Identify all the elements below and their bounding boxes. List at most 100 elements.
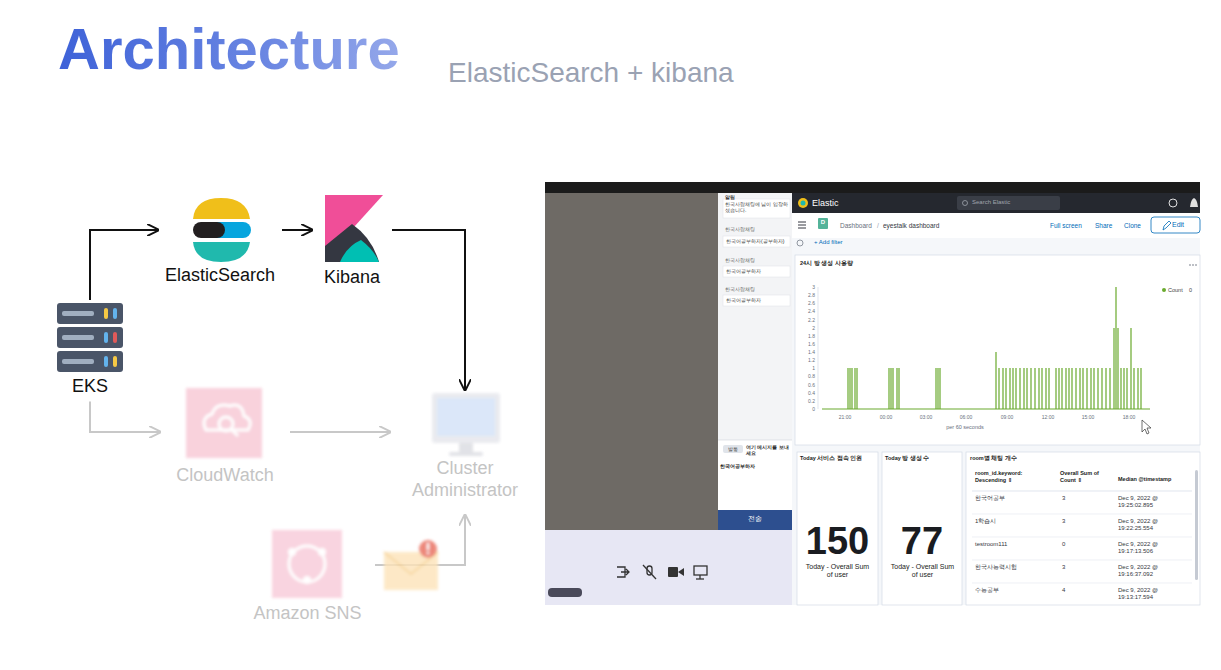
app-screenshot [957,196,1060,210]
server-icon [104,332,108,343]
label-text: 1학습시 [975,518,1055,525]
app-screenshot [801,201,806,206]
app-screenshot [718,440,792,510]
label-text: 1 [800,365,815,371]
service-node: CloudWatch [160,385,290,491]
app-screenshot [972,491,1192,492]
app-screenshot [1142,420,1151,434]
app-screenshot [822,408,1150,409]
app-screenshot [545,182,1200,605]
server-icon [57,351,123,372]
label-text: 2 [800,325,815,331]
label-text: Dec 9, 2022 @ 19:17:13.506 [1118,541,1190,555]
service-node: ElasticSearch [158,195,282,291]
label-text: Dec 9, 2022 @ 19:16:37.092 [1118,564,1190,578]
server-icon [62,311,94,316]
server-icon [57,303,123,372]
app-screenshot [723,445,743,453]
label-text: 1.6 [800,341,815,347]
server-icon [104,308,108,319]
label-text: 3 [1062,518,1092,525]
label-text: testroom111 [975,541,1055,548]
label-text: 4 [1062,587,1092,594]
app-screenshot [545,193,718,530]
app-screenshot [723,266,790,277]
connector-arrow [282,229,312,231]
app-screenshot [792,193,1200,213]
app-screenshot [966,452,1200,605]
label-text: 1.4 [800,349,815,355]
app-screenshot [694,566,707,575]
label-text: Clone [1124,222,1148,230]
app-screenshot [1163,221,1171,230]
label-text: 한국사람채팅 [725,286,789,292]
label-text: 00:00 [871,414,901,420]
app-screenshot [818,287,819,409]
label-text: 0.4 [800,390,815,396]
label-text: 77 [882,522,962,560]
app-screenshot [668,567,678,577]
label-text: 15:00 [1073,414,1103,420]
label-text: 3 [800,284,815,290]
app-screenshot [718,510,792,530]
kibana-logo [325,224,379,262]
faded-icons [318,548,326,556]
label-text: 한국사람채팅에 님이 입장하셨습니다. [725,201,789,213]
service-node: Amazon SNS [240,527,375,629]
label-text: 한국어공부하자 [720,463,790,469]
app-screenshot [1190,198,1198,207]
label-text: ElasticSearch + kibana [448,56,778,90]
label-text: 09:00 [992,414,1022,420]
label-text: per 60 seconds [930,424,1000,431]
label-text: + Add filter [814,239,874,246]
label-text: 여기 메시지를 보내세요 [746,444,790,456]
label-text: Elastic [812,198,852,209]
server-icon [113,332,117,343]
faded-icons [303,576,311,584]
app-screenshot [797,452,878,605]
elasticsearch-logo [193,198,250,219]
app-screenshot [718,440,792,441]
label-text: 한국어공부 [975,495,1055,502]
faded-icons [204,405,250,430]
app-screenshot [798,198,808,208]
label-text: / [877,222,883,230]
label-text: 알림 [725,194,789,200]
label-text: 0.6 [800,382,815,388]
label-text: 한국어공부하자 [726,297,788,303]
label-text: Median @timestamp [1118,476,1193,483]
connector-arrow [90,230,158,300]
faded-icons [449,452,483,456]
label-text: 18:00 [1114,414,1144,420]
elasticsearch-logo [193,198,251,262]
app-screenshot [798,225,806,226]
app-screenshot [1192,264,1194,266]
node-label: Cluster Administrator [390,458,540,501]
kibana-logo [340,240,379,262]
label-text: 수능공부 [975,587,1055,594]
label-text: D [818,219,828,226]
label-text: 150 [797,522,878,560]
server-icon [57,327,123,348]
server-icon [62,335,94,340]
app-screenshot [972,537,1192,538]
app-screenshot [1189,264,1191,266]
label-text: 12:00 [1033,414,1063,420]
faded-icons [272,530,342,598]
node-label: Kibana [312,267,392,289]
server-icon [104,356,108,367]
label-text: 2.2 [800,317,815,323]
label-text: 0 [800,406,815,412]
faded-icons [231,429,238,436]
app-screenshot [848,287,1141,409]
label-text: Dec 9, 2022 @ 19:25:02.895 [1118,495,1190,509]
faded-icons [432,393,500,443]
connector-arrow [290,431,390,433]
label-text: Full screen [1050,222,1090,230]
app-screenshot [792,193,1200,605]
label-text: Share [1095,222,1119,230]
elasticsearch-logo [193,242,250,262]
